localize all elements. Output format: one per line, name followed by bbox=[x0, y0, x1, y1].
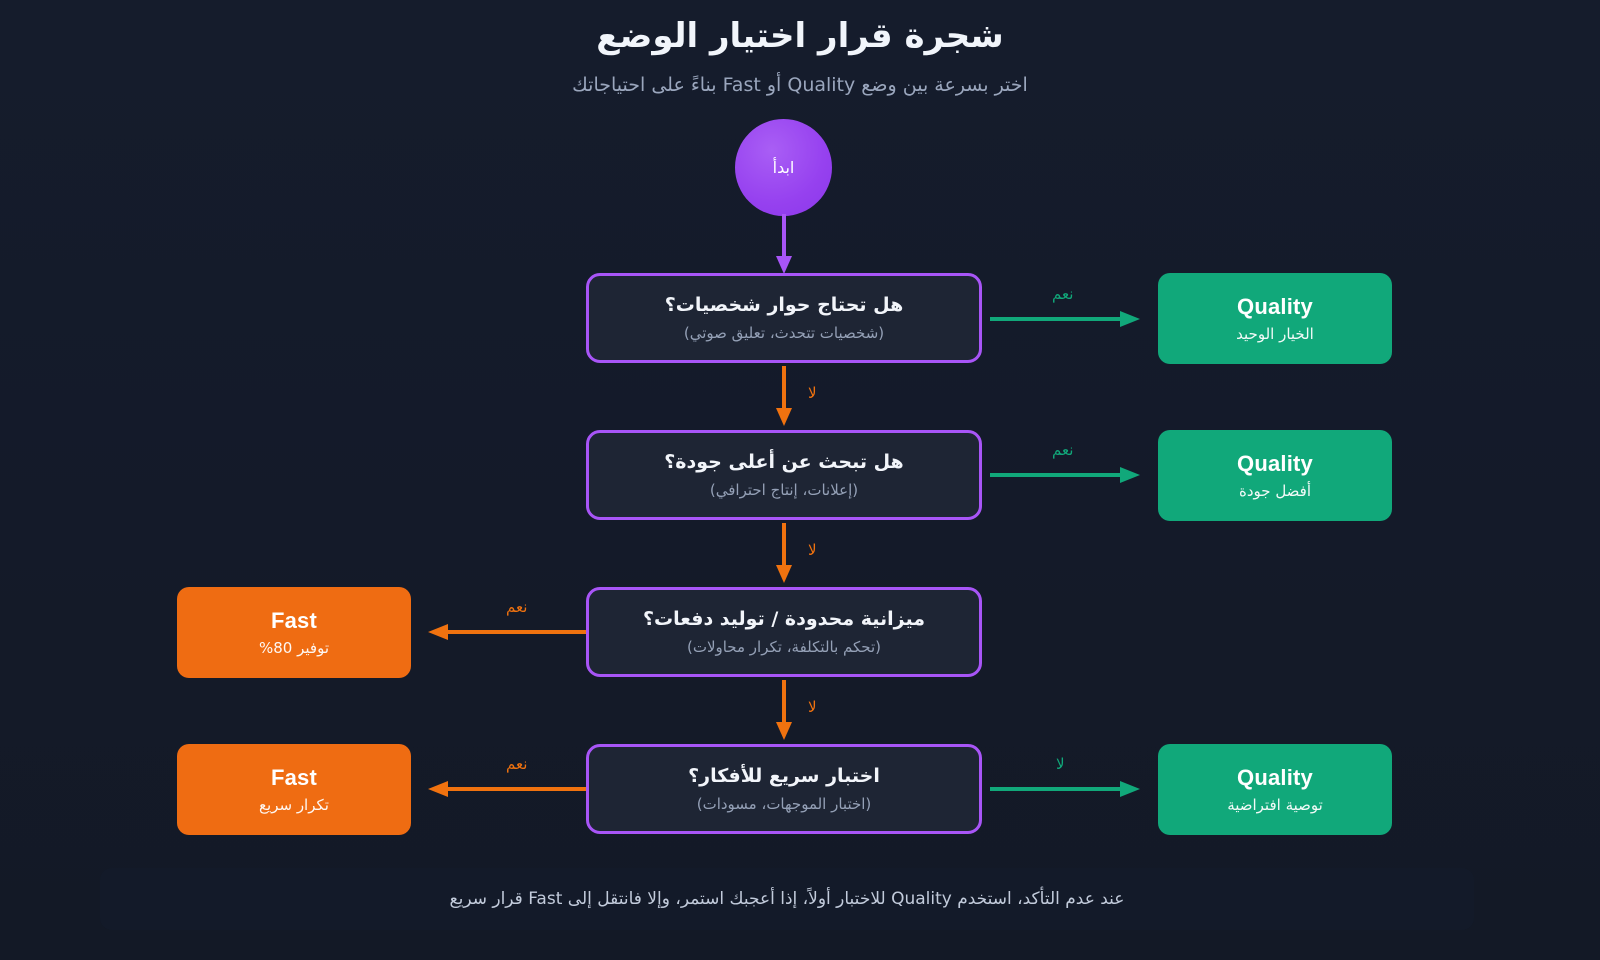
connector-decision-2-no bbox=[776, 523, 792, 585]
outcome-fast-iteration[interactable]: Fast تكرار سريع bbox=[177, 744, 411, 835]
edge-label-decision-2-no: لا bbox=[808, 541, 817, 559]
edge-label-decision-2-yes: نعم bbox=[1052, 441, 1074, 459]
footer-note: عند عدم التأكد، استخدم Quality للاختبار … bbox=[100, 868, 1474, 930]
outcome-fast-savings[interactable]: Fast توفير 80% bbox=[177, 587, 411, 678]
outcome-mode: Fast bbox=[270, 765, 318, 790]
edge-label-decision-4-yes: نعم bbox=[506, 755, 528, 773]
footer-note-text: عند عدم التأكد، استخدم Quality للاختبار … bbox=[449, 889, 1125, 909]
outcome-quality-default[interactable]: Quality توصية افتراضية bbox=[1158, 744, 1392, 835]
connector-decision-2-yes bbox=[990, 466, 1142, 484]
decision-title: اختبار سريع للأفكار؟ bbox=[688, 765, 880, 788]
decision-box-budget[interactable]: ميزانية محدودة / توليد دفعات؟ (تحكم بالت… bbox=[586, 587, 982, 677]
outcome-mode: Quality bbox=[1237, 765, 1313, 790]
connector-decision-1-no bbox=[776, 366, 792, 428]
decision-subtitle: (إعلانات، إنتاج احترافي) bbox=[709, 480, 859, 499]
connector-decision-1-yes bbox=[990, 310, 1142, 328]
edge-label-decision-1-yes: نعم bbox=[1052, 285, 1074, 303]
connector-decision-4-no bbox=[990, 780, 1142, 798]
outcome-note: أفضل جودة bbox=[1238, 482, 1312, 500]
outcome-note: توصية افتراضية bbox=[1227, 796, 1323, 814]
start-node[interactable]: ابدأ bbox=[735, 119, 832, 216]
outcome-quality-best[interactable]: Quality أفضل جودة bbox=[1158, 430, 1392, 521]
connector-decision-4-yes bbox=[426, 780, 586, 798]
connector-decision-3-no bbox=[776, 680, 792, 742]
edge-label-decision-3-yes: نعم bbox=[506, 598, 528, 616]
connector-start-to-decision-1 bbox=[776, 214, 792, 276]
decision-box-dialogue[interactable]: هل تحتاج حوار شخصيات؟ (شخصيات تتحدث، تعل… bbox=[586, 273, 982, 363]
edge-label-decision-1-no: لا bbox=[808, 384, 817, 402]
decision-box-quick-test[interactable]: اختبار سريع للأفكار؟ (اختبار الموجهات، م… bbox=[586, 744, 982, 834]
decision-box-top-quality[interactable]: هل تبحث عن أعلى جودة؟ (إعلانات، إنتاج اح… bbox=[586, 430, 982, 520]
decision-subtitle: (اختبار الموجهات، مسودات) bbox=[696, 794, 872, 813]
edge-label-decision-3-no: لا bbox=[808, 698, 817, 716]
start-node-label: ابدأ bbox=[772, 158, 795, 177]
decision-title: هل تحتاج حوار شخصيات؟ bbox=[664, 294, 904, 317]
outcome-note: توفير 80% bbox=[258, 639, 330, 657]
decision-title: ميزانية محدودة / توليد دفعات؟ bbox=[643, 608, 925, 631]
decision-title: هل تبحث عن أعلى جودة؟ bbox=[664, 451, 904, 474]
page-subtitle: اختر بسرعة بين وضع Quality أو Fast بناءً… bbox=[572, 74, 1028, 96]
outcome-mode: Fast bbox=[270, 608, 318, 633]
edge-label-decision-4-no: لا bbox=[1056, 755, 1065, 773]
outcome-mode: Quality bbox=[1237, 451, 1313, 476]
outcome-note: تكرار سريع bbox=[259, 796, 329, 814]
connector-decision-3-yes bbox=[426, 623, 586, 641]
outcome-note: الخيار الوحيد bbox=[1236, 325, 1314, 343]
outcome-mode: Quality bbox=[1237, 294, 1313, 319]
decision-subtitle: (تحكم بالتكلفة، تكرار محاولات) bbox=[686, 637, 882, 656]
outcome-quality-only[interactable]: Quality الخيار الوحيد bbox=[1158, 273, 1392, 364]
decision-subtitle: (شخصيات تتحدث، تعليق صوتي) bbox=[683, 323, 885, 342]
page-title: شجرة قرار اختيار الوضع bbox=[596, 16, 1004, 56]
